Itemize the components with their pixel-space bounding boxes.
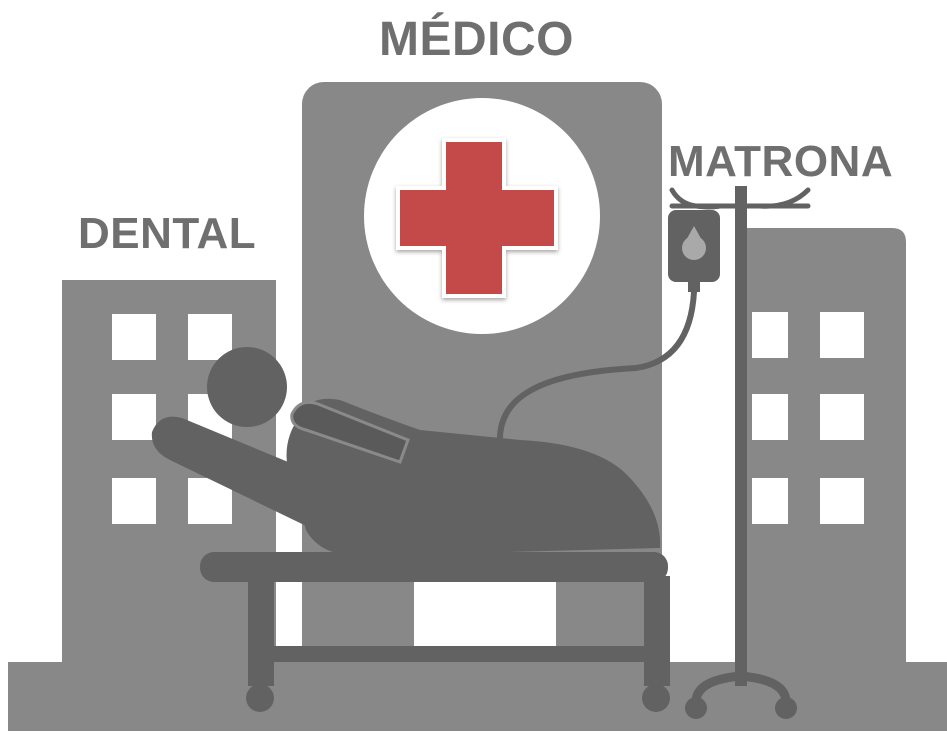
window [820, 394, 864, 440]
window [752, 478, 788, 524]
door [414, 578, 556, 648]
window [188, 314, 232, 360]
window [112, 314, 156, 360]
label-dental: DENTAL [78, 212, 256, 256]
window [112, 478, 156, 524]
center-building [302, 82, 662, 682]
label-medico: MÉDICO [0, 16, 947, 64]
window [820, 312, 864, 358]
window [112, 394, 156, 440]
window [752, 312, 788, 358]
right-building [745, 228, 906, 680]
patient-head [207, 347, 287, 427]
label-matrona: MATRONA [668, 140, 893, 184]
window [820, 478, 864, 524]
window [752, 394, 788, 440]
